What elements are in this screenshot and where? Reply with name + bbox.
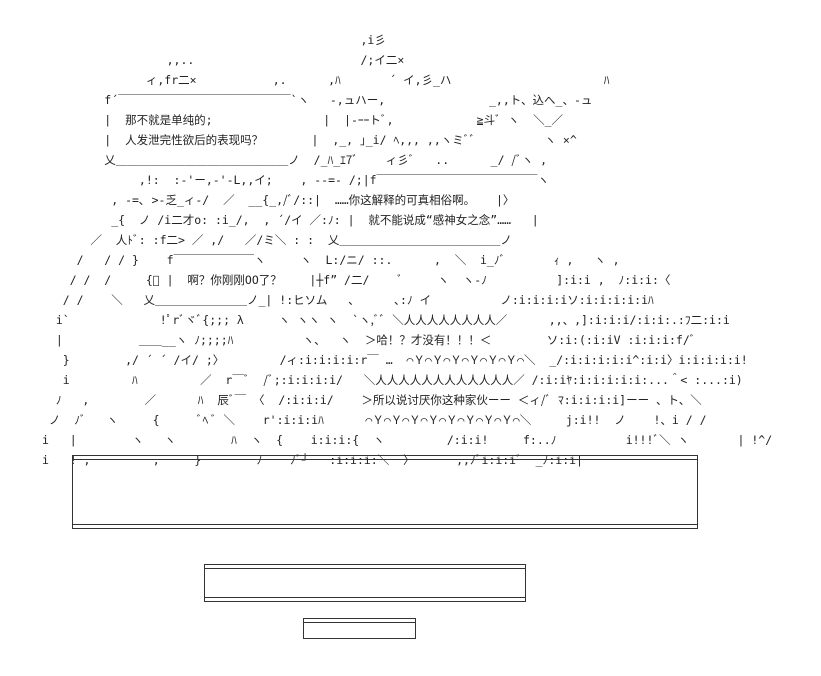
frame-bottom-rule — [73, 524, 697, 525]
empty-frame-large — [72, 455, 698, 529]
ascii-art-line: 乂＿＿＿＿＿＿＿＿＿＿＿＿＿＿＿ノ /_ﾊ_ｴ7ﾞ ィ彡ﾞ .. _/ /ﾞヽ … — [42, 153, 548, 167]
ascii-art-line: ,!: :-'ー,-'-L,,イ; , --=- /;|f￣￣￣￣￣￣￣￣￣￣￣… — [42, 173, 550, 187]
ascii-art-line: , -=､ >-乏_ィ-/ ／ __{_,/ﾞ/::| ……你这解释的可真相俗啊… — [42, 193, 515, 207]
ascii-art-line: | 那不就是单纯的; | |-ｰｰトﾞ, ≧斗ﾞ ヽ ＼_／ — [42, 113, 564, 127]
ascii-art-line: i ! , , } ﾉ ﾉﾞ┘ :i:i:i:＼ 〉 ,,ﾉﾞi:i:iﾞ _ﾉ… — [42, 453, 583, 467]
ascii-art-line: / / / } f￣￣￣￣￣￣￣ヽ ヽ L:/ニ/ ::. , ＼ i_ﾉﾞ ｨ… — [42, 253, 620, 267]
ascii-art-line: i` !ﾟrﾞヾﾞ{;;; λ ヽ ヽヽ ヽ `ヽ,ﾞﾞ ＼人人人人人人人人／ … — [42, 313, 730, 327]
ascii-art-line: | 人发泄完性欲后的表现吗？ | ,_, ｣_i/ ﾍ,,, ,,ヽミﾞﾞ ヽ … — [42, 133, 577, 147]
ascii-art-line: | ＿＿__ヽ ﾉ;;;;ﾊ ヽ、 ヽ ＞哈！？才没有！！！＜ ソ:i:(:i:… — [42, 333, 696, 347]
ascii-art-line: _{ ノ /i二才o: :i_/, , ´/イ ／:ﾉ: | 就不能说成“感神女… — [42, 213, 539, 227]
frame-top-rule — [73, 459, 697, 460]
ascii-art-line: i ﾊ ／ r￣ﾞ /ﾞ;:i:i:i:i/ ＼人人人人人人人人人人人人／ /:… — [42, 373, 743, 387]
ascii-art-line: i | ヽ ヽ ﾊ ヽ { i:i:i:{ ヽ /:i:i! f:..ﾉ i!!… — [42, 433, 773, 447]
ascii-art-dialogue: ,i彡 ,,.. /;イ二× ィ,fr二× ,. ,ﾊ ´ イ,彡_ハ ﾊ f´… — [42, 30, 772, 470]
ascii-art-line: ィ,fr二× ,. ,ﾊ ´ イ,彡_ハ ﾊ — [42, 73, 610, 87]
empty-frame-medium — [204, 564, 526, 602]
ascii-art-line: ノ ﾉﾞ ヽ { ﾞﾍ ﾞ ＼ r':i:i:iﾊ ⌒Ｙ⌒Ｙ⌒Ｙ⌒Ｙ⌒Ｙ⌒Ｙ⌒Ｙ… — [42, 413, 707, 427]
ascii-art-line: } ,/ ´ ´ /イ/ ;〉 /ィ:i:i:i:i:r￣ … ⌒Ｙ⌒Ｙ⌒Ｙ⌒Ｙ… — [42, 353, 748, 367]
ascii-art-line: f´￣￣￣￣￣￣￣￣￣￣￣￣￣￣￣`ヽ -,ュハー, _,,ト、込へ_、-ュ — [42, 93, 593, 107]
ascii-art-line: ,,.. /;イ二× — [42, 53, 405, 67]
ascii-art-line: / / ＼ 乂＿＿＿＿＿＿＿＿ノ_| !:ヒソム 、 ､:ﾉ イ ノ:i:i:i… — [42, 293, 654, 307]
frame-bottom-rule — [205, 597, 525, 598]
ascii-art-line: ﾉ , ／ ﾊ 辰ﾞ￣ 〈 /:i:i:i/ ＞所以说讨厌你这种家伙ーー ＜ィ/… — [42, 393, 702, 407]
frame-top-rule — [205, 568, 525, 569]
ascii-art-line: ／ 人ﾄﾞ: :f二> ／ ,/ ／/ミ＼ : : 乂＿＿＿＿＿＿＿＿＿＿＿＿＿… — [42, 233, 512, 247]
empty-frame-small — [303, 618, 416, 639]
frame-top-rule — [304, 622, 415, 623]
ascii-art-line: ,i彡 — [42, 33, 386, 47]
ascii-art-line: / / / {ﾞ | 啊？你刚刚OO了？ |┼f” /二/ ﾞ ヽ ヽ-ﾉ ]:… — [42, 273, 671, 287]
